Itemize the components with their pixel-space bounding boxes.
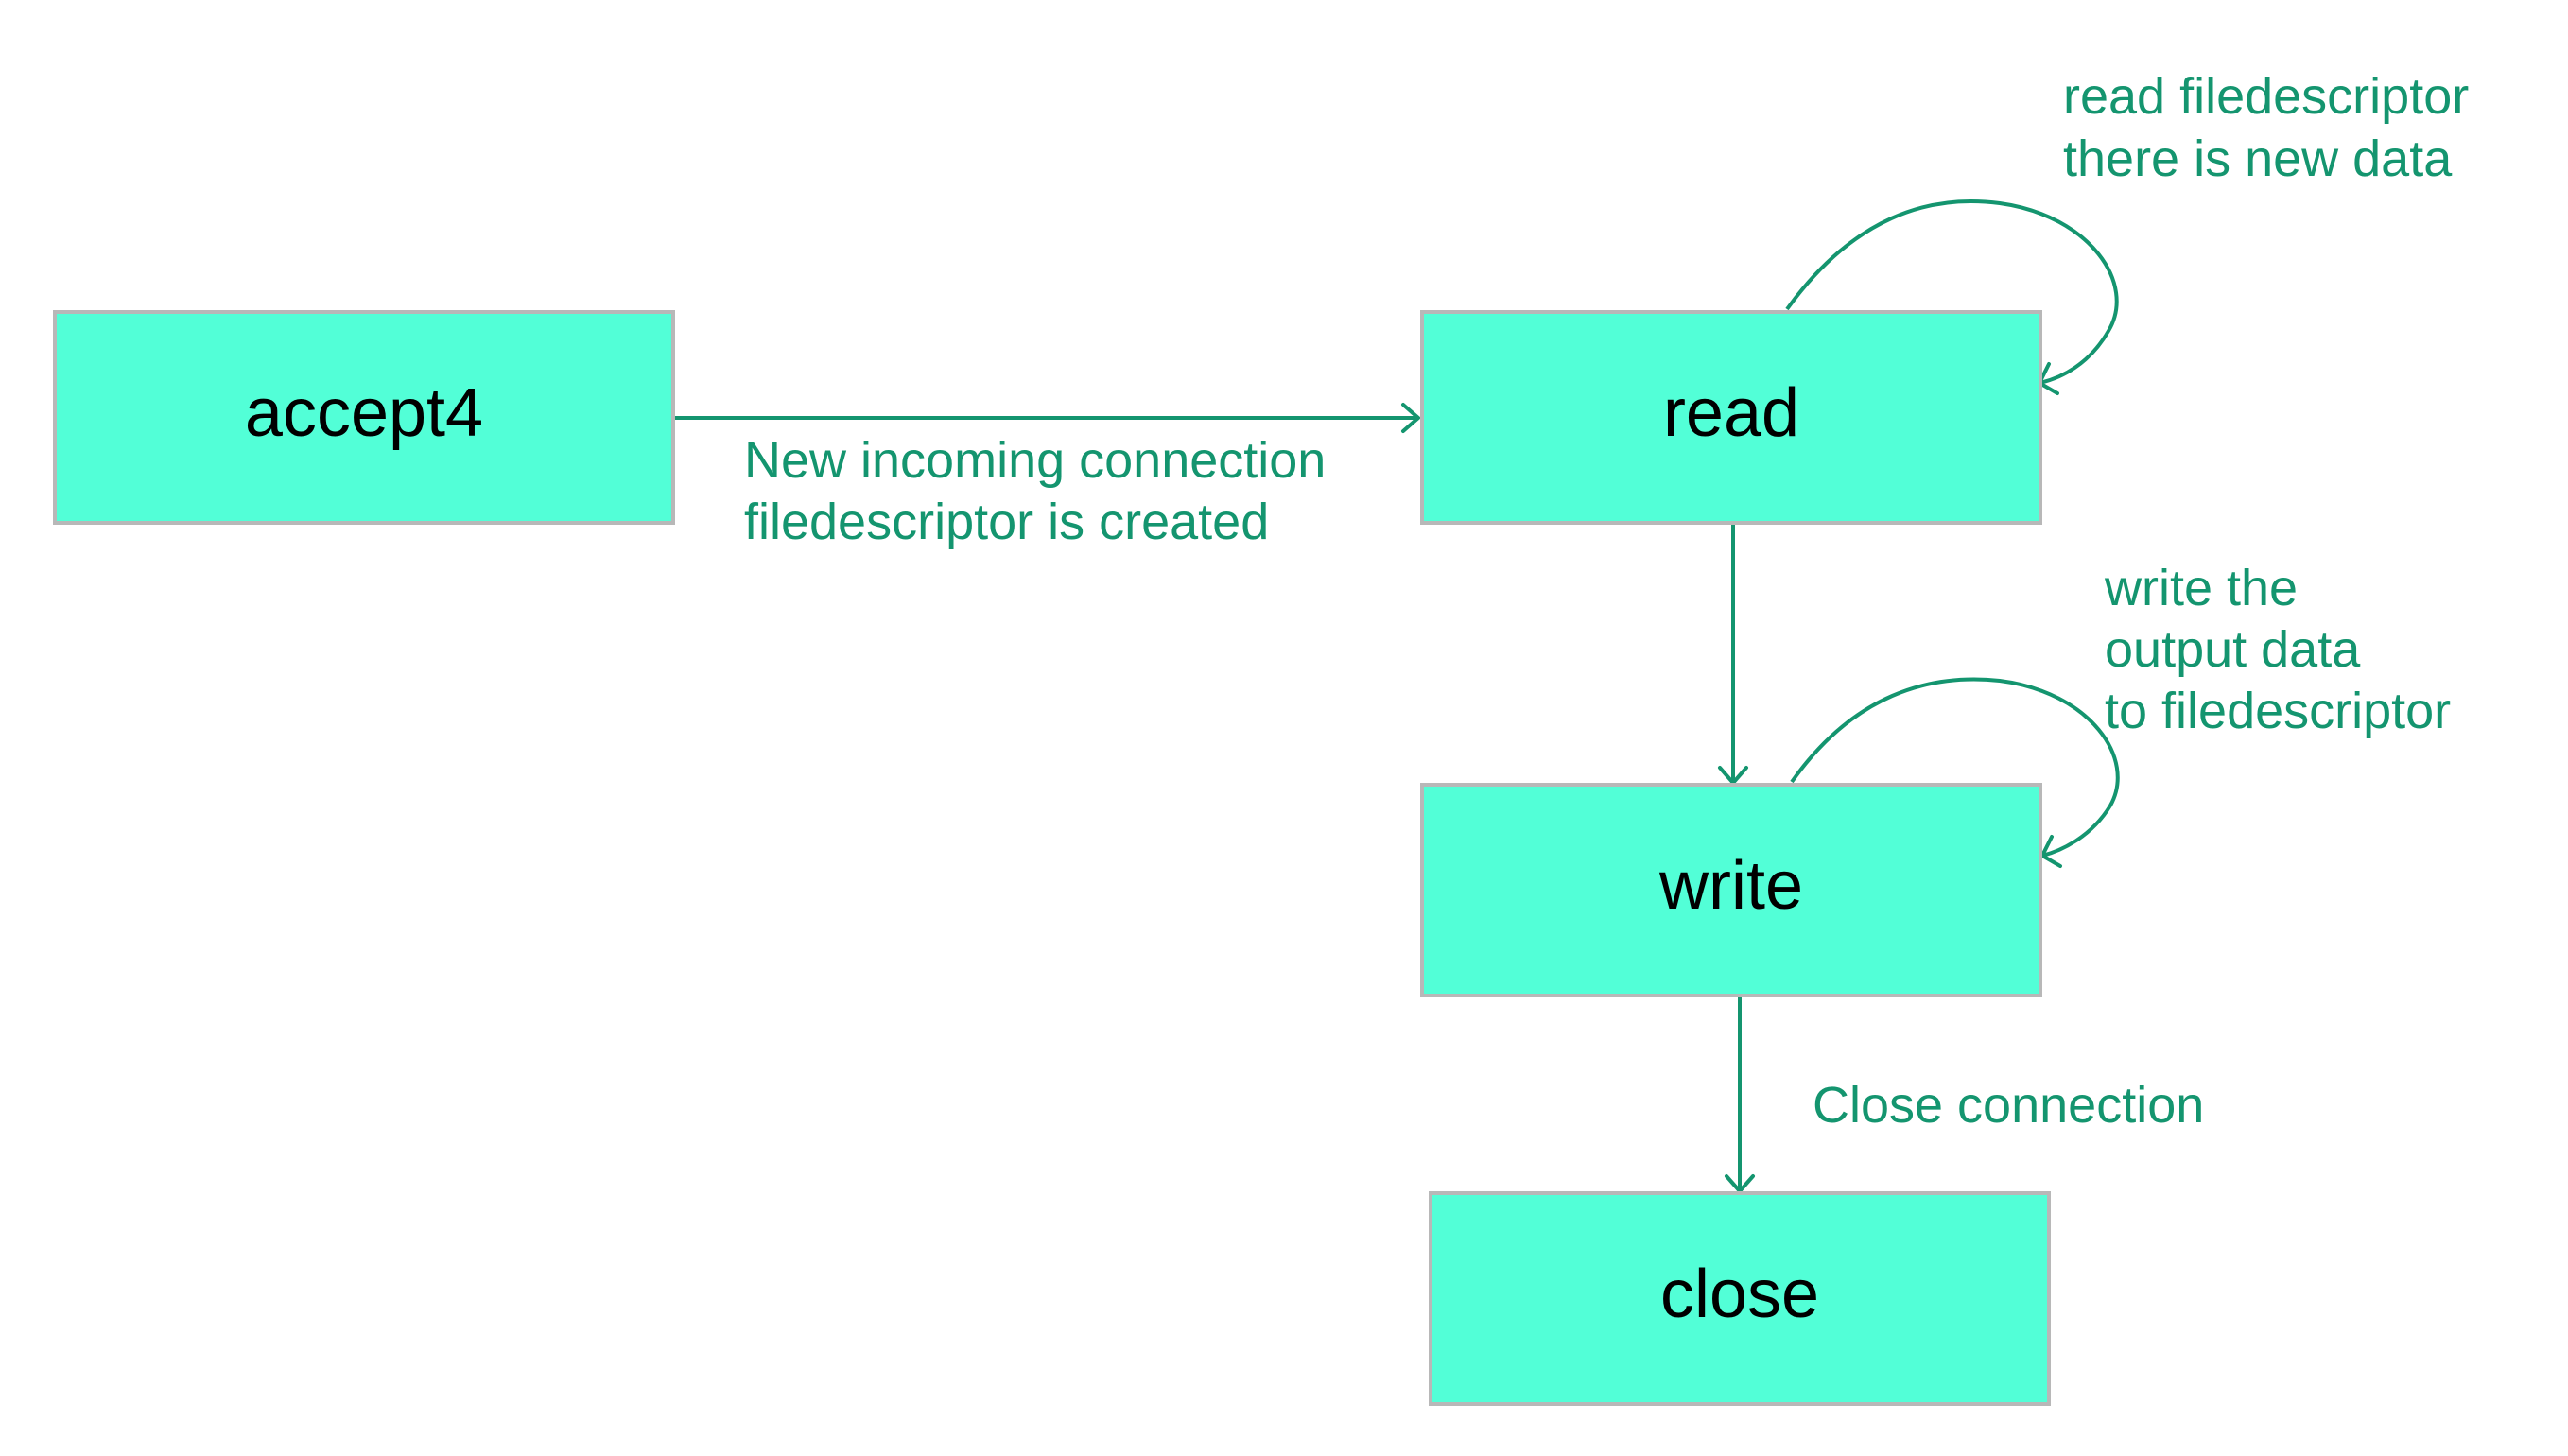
edge-accept-to-read-label-line1: New incoming connection (744, 432, 1326, 489)
node-accept4-label: accept4 (245, 375, 483, 451)
edge-read-loop-label-line2: there is new data (2063, 130, 2453, 187)
edge-accept-to-read-label-line2: filedescriptor is created (744, 494, 1269, 550)
edge-write-to-close (1725, 997, 1755, 1193)
edge-read-to-write (1718, 525, 1748, 785)
edge-read-loop-curve (1785, 199, 2119, 385)
edge-read-loop-label-line1: read filedescriptor (2063, 68, 2469, 125)
node-accept4: accept4 (53, 310, 675, 525)
edge-write-to-close-label: Close connection (1813, 1077, 2204, 1134)
node-write-label: write (1658, 848, 1803, 924)
edge-accept-to-read-arrowhead (1401, 403, 1420, 433)
edge-write-loop-label-line1: write the (2104, 560, 2298, 616)
node-write: write (1420, 783, 2042, 997)
edge-write-loop-label-line2: output data (2105, 621, 2361, 678)
node-read-label: read (1663, 375, 1799, 451)
node-close-label: close (1660, 1257, 1819, 1332)
node-accept4-box (53, 310, 675, 525)
node-read: read (1420, 310, 2042, 525)
node-close-box (1429, 1191, 2051, 1406)
edge-write-loop-label-line3: to filedescriptor (2105, 683, 2451, 739)
edge-accept-to-read (674, 403, 1420, 433)
node-write-box (1420, 783, 2042, 997)
edge-write-loop-curve (1790, 677, 2120, 858)
node-read-box (1420, 310, 2042, 525)
node-close: close (1429, 1191, 2051, 1406)
